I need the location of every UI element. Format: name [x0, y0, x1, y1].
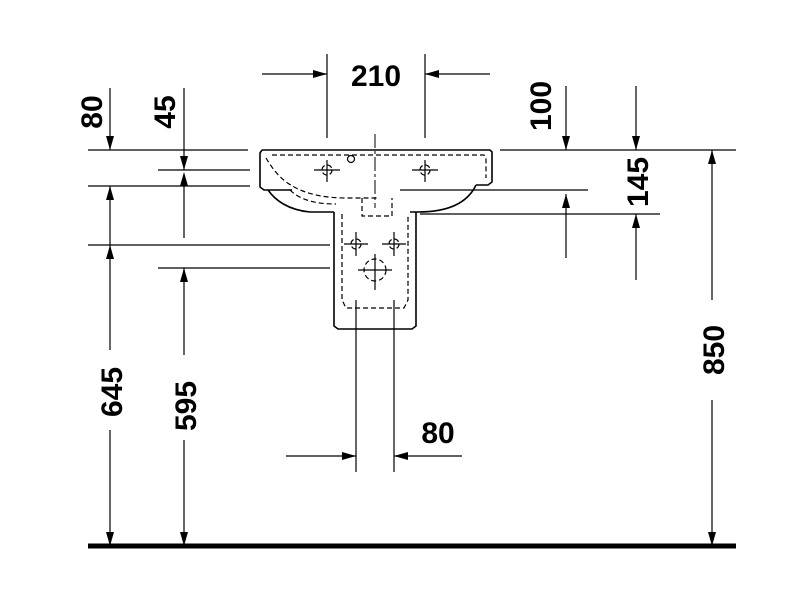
dimension-850: 850 [698, 150, 731, 546]
pedestal-outline [333, 212, 417, 330]
dimension-80-top-label: 80 [76, 95, 109, 128]
dimension-80-bottom-label: 80 [421, 417, 454, 450]
dimension-595: 595 [158, 267, 330, 546]
dimension-645-label: 645 [96, 367, 129, 417]
dimension-850-label: 850 [698, 325, 731, 375]
basin-outline [259, 149, 493, 217]
dimension-45-label: 45 [149, 95, 182, 128]
dimension-145: 145 [420, 86, 660, 280]
tap-hole-right [412, 160, 438, 182]
tap-hole-left [314, 160, 340, 182]
dimension-145-label: 145 [622, 157, 655, 207]
dimension-45: 45 [88, 88, 250, 238]
waste-hole-right [382, 232, 406, 256]
dimension-100-label: 100 [525, 81, 558, 131]
dimension-210: 210 [262, 54, 490, 138]
dimension-80-top: 80 [76, 88, 248, 151]
dimension-100: 100 [400, 81, 736, 191]
dimension-645: 645 [88, 186, 330, 546]
waste-outlet [358, 254, 392, 290]
dimension-595-label: 595 [170, 381, 203, 431]
dimension-210-label: 210 [351, 60, 401, 93]
waste-hole-left [344, 232, 368, 256]
dimension-80-bottom: 80 [286, 300, 462, 472]
